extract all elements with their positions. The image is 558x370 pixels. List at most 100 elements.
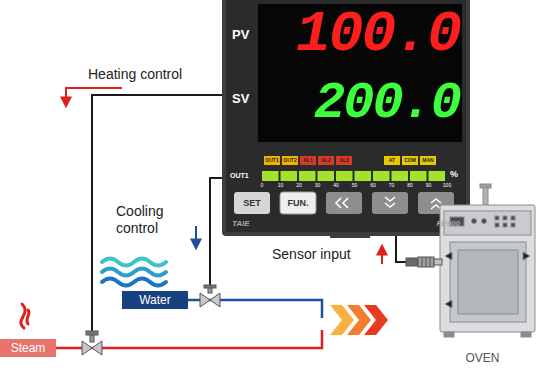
heating-wire-part	[92, 95, 222, 331]
water-box: Water	[122, 291, 188, 309]
key-symbol	[336, 197, 441, 209]
node-text: %	[450, 170, 458, 179]
oven-illustration-part	[450, 242, 526, 322]
cooling-wire-part	[210, 178, 222, 287]
node-text: 100.0	[296, 6, 460, 64]
oven-illustration	[440, 184, 535, 337]
bar-graph-part	[336, 171, 353, 181]
valve	[82, 285, 220, 355]
oven-illustration-part	[444, 332, 454, 337]
node-text: PV	[232, 28, 249, 41]
node-text: 0	[261, 183, 264, 188]
key-button-part	[326, 192, 362, 214]
controller-housing-part	[258, 4, 462, 142]
bar-graph-part	[281, 171, 298, 181]
steam-icon	[21, 304, 29, 328]
key-symbol-part	[385, 203, 395, 207]
bar-graph-part	[318, 171, 335, 181]
node-text: Water	[122, 291, 188, 309]
bar-graph-part	[373, 171, 390, 181]
sensor-probe-part	[418, 257, 434, 267]
node-text: AL2	[318, 156, 334, 165]
flow-chevron	[330, 305, 388, 335]
oven-illustration-part	[480, 184, 491, 188]
controller-housing	[222, 0, 470, 238]
flow-chevron-part	[347, 305, 371, 335]
sensor-probe-part	[434, 259, 442, 265]
water-icon-part	[102, 259, 166, 266]
valve-part	[86, 331, 98, 335]
sensor-probe-part	[426, 257, 427, 267]
node-text: OUT1	[230, 172, 249, 179]
steam-box: Steam	[0, 339, 56, 357]
indicator-lamp-part	[420, 156, 436, 165]
edge-label: Sensor input	[272, 246, 351, 263]
oven-illustration-part	[445, 252, 452, 260]
cooling-wire	[210, 178, 222, 287]
indicator-lamp-part	[318, 156, 334, 165]
heating-wire	[92, 95, 222, 331]
signal-arrow-part	[195, 226, 197, 248]
node-text: 10	[278, 183, 284, 188]
node-text: OUT1	[264, 156, 280, 165]
oven-illustration-part	[521, 332, 531, 337]
indicator-lamp-part	[300, 156, 316, 165]
bar-graph-part	[410, 171, 427, 181]
node-text: 80	[407, 183, 413, 188]
controller-housing-part	[226, 0, 466, 232]
node-text: FE900	[436, 220, 460, 228]
key-button-part	[372, 192, 408, 214]
oven-illustration-part	[472, 219, 477, 224]
controller-panel: PVSV100.0200.0OUT1OUT2AL1AL2AL3ATCOMMANO…	[222, 0, 470, 236]
steam-icon-part	[21, 304, 25, 328]
oven-illustration-part	[511, 216, 515, 220]
oven-illustration-part	[495, 216, 499, 220]
bar-graph	[262, 171, 445, 181]
oven-illustration-part	[503, 223, 507, 227]
sensor-probe-part	[430, 257, 431, 267]
node-text: 20	[296, 183, 302, 188]
node-text: 40	[333, 183, 339, 188]
node-text: 200.0	[314, 78, 460, 130]
signal-arrow-part	[66, 88, 122, 106]
oven-illustration-part	[482, 219, 487, 224]
water-icon-part	[102, 279, 166, 286]
indicator-lamp	[264, 156, 436, 165]
water-icon-part	[102, 269, 166, 276]
flow-chevron-part	[330, 305, 354, 335]
valve-part	[82, 341, 102, 355]
steam-icon-part	[27, 310, 29, 324]
oven-illustration-part	[511, 223, 515, 227]
indicator-lamp-part	[264, 156, 280, 165]
sensor-probe-part	[422, 257, 423, 267]
key-button-part	[280, 192, 316, 214]
node-text: 60	[370, 183, 376, 188]
indicator-lamp-part	[402, 156, 418, 165]
oven-illustration-part	[495, 223, 499, 227]
oven-illustration-part	[503, 216, 507, 220]
controller-housing-part	[222, 0, 470, 236]
key-symbol-part	[431, 199, 441, 203]
key-button-part	[234, 192, 270, 214]
node-text: 90	[426, 183, 432, 188]
node-text: 50	[352, 183, 358, 188]
sensor-probe	[406, 257, 442, 267]
oven-unit: OVEN	[425, 200, 540, 368]
sensor-probe-part	[406, 258, 418, 266]
node-text: TAIE	[232, 220, 250, 228]
indicator-lamp-part	[282, 156, 298, 165]
indicator-lamp-part	[336, 156, 352, 165]
signal-arrow-part	[381, 246, 383, 264]
oven-illustration-part	[523, 252, 530, 260]
pipe-part	[188, 300, 322, 318]
key-symbol-part	[385, 197, 395, 201]
key-symbol-part	[343, 198, 348, 208]
node-text: SV	[232, 92, 249, 105]
valve-part	[204, 285, 216, 288]
controller-housing-part	[330, 232, 370, 238]
water-icon	[102, 259, 166, 286]
node-text: OUT2	[282, 156, 298, 165]
pipe	[56, 300, 322, 348]
bar-graph-part	[262, 171, 279, 181]
